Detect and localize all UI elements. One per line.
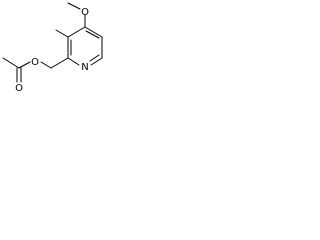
- bond-ester-o-carbonyl: [18, 61, 31, 69]
- atom-labels: O N O O: [15, 7, 89, 94]
- bond-ring-c6-n-inner: [89, 54, 100, 62]
- bond-c3-methyl: [55, 29, 69, 38]
- bond-ring-n-c2: [67, 57, 80, 66]
- atom-ring-nitrogen: N: [81, 62, 88, 73]
- atom-ester-oxygen: O: [31, 57, 39, 68]
- bond-ring-c4-c5-inner: [85, 30, 100, 39]
- bond-ring-c3-c4: [67, 26, 86, 38]
- bond-c2-ch2: [50, 57, 69, 69]
- bond-ring-c4-c5: [84, 26, 103, 38]
- atom-methoxy-oxygen: O: [81, 7, 89, 18]
- bond-ch2-ester-o: [40, 61, 52, 69]
- bonds: [2, 2, 103, 83]
- bond-ring-c6-n: [90, 57, 103, 66]
- bond-carbonyl-methyl: [2, 57, 20, 69]
- atom-carbonyl-oxygen: O: [15, 83, 23, 94]
- bond-methoxy-methyl: [67, 2, 81, 10]
- chemical-structure: O N O O: [2, 2, 103, 94]
